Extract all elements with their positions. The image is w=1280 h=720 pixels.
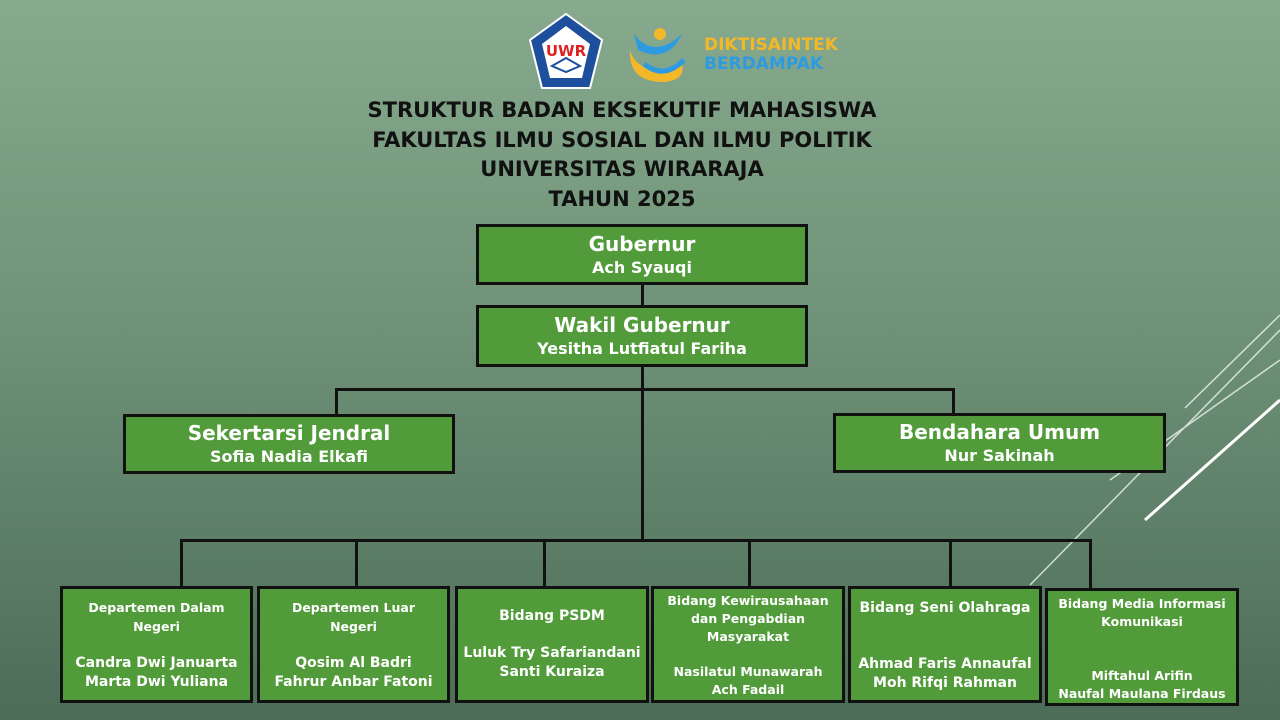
connector (748, 539, 751, 588)
title-line: STRUKTUR BADAN EKSEKUTIF MAHASISWA (367, 98, 877, 122)
connector (335, 388, 955, 391)
connector (543, 539, 546, 588)
department-box: Bidang Media Informasi Komunikasi Miftah… (1045, 588, 1239, 706)
wordmark-line2: BERDAMPAK (704, 54, 824, 74)
member-name: Nur Sakinah (944, 446, 1055, 465)
role-label: Departemen Luar (291, 600, 416, 615)
page-title: STRUKTUR BADAN EKSEKUTIF MAHASISWA FAKUL… (322, 96, 922, 214)
role-label: Departemen Dalam (88, 600, 225, 615)
member-name: Fahrur Anbar Fatoni (274, 674, 433, 690)
member-name: Moh Rifqi Rahman (873, 675, 1017, 691)
title-line: TAHUN 2025 (548, 186, 696, 211)
member-name: Sofia Nadia Elkafi (210, 447, 368, 466)
connector (949, 539, 952, 588)
connector (335, 388, 338, 416)
member-name: Ach Fadail (711, 682, 785, 697)
member-name: Ahmad Faris Annaufal (858, 656, 1032, 672)
member-name: Yesitha Lutfiatul Fariha (537, 339, 747, 358)
diktisaintek-logo (629, 28, 686, 82)
member-name: Candra Dwi Januarta (75, 655, 238, 671)
universitas-wiraraja-logo: UWR (528, 12, 604, 89)
role-label: Negeri (330, 619, 377, 634)
member-name: Ach Syauqi (592, 257, 692, 277)
member-name: Miftahul Arifin (1091, 668, 1193, 683)
role-label: Komunikasi (1101, 614, 1183, 629)
department-box: Bidang PSDM Luluk Try Safariandani Santi… (455, 586, 649, 703)
role-label: Bidang PSDM (499, 608, 605, 624)
department-box: Departemen Dalam Negeri Candra Dwi Janua… (60, 586, 253, 703)
sekjen-box: Sekertarsi Jendral Sofia Nadia Elkafi (123, 414, 455, 474)
role-label: Masyarakat (706, 629, 790, 644)
member-name: Santi Kuraiza (499, 664, 605, 680)
connector (641, 284, 644, 308)
bendahara-box: Bendahara Umum Nur Sakinah (833, 413, 1166, 473)
role-label: Bidang Kewirausahaan (667, 593, 829, 608)
role-label: Wakil Gubernur (554, 313, 730, 337)
department-box: Bidang Seni Olahraga Ahmad Faris Annaufa… (848, 586, 1042, 703)
role-label: Bidang Seni Olahraga (859, 600, 1031, 616)
role-label: Sekertarsi Jendral (187, 421, 391, 445)
role-label: Gubernur (588, 231, 696, 256)
connector (355, 539, 358, 588)
department-box: Bidang Kewirausahaan dan Pengabdian Masy… (651, 586, 845, 703)
connector (180, 539, 1092, 542)
member-name: Luluk Try Safariandani (463, 645, 641, 661)
role-label: Negeri (133, 619, 180, 634)
member-name: Qosim Al Badri (295, 655, 412, 671)
connector (1089, 539, 1092, 589)
gubernur-box: Gubernur Ach Syauqi (476, 224, 808, 285)
role-label: Bidang Media Informasi (1058, 596, 1226, 611)
wakil-gubernur-box: Wakil Gubernur Yesitha Lutfiatul Fariha (476, 305, 808, 367)
role-label: Bendahara Umum (898, 420, 1101, 444)
role-label: dan Pengabdian (690, 611, 806, 626)
connector (641, 366, 644, 541)
connector (952, 388, 955, 416)
member-name: Marta Dwi Yuliana (84, 674, 229, 690)
connector (180, 539, 183, 588)
svg-text:UWR: UWR (546, 42, 587, 60)
wordmark-line1: DIKTISAINTEK (704, 35, 838, 55)
title-line: FAKULTAS ILMU SOSIAL DAN ILMU POLITIK (372, 127, 872, 152)
diktisaintek-wordmark: DIKTISAINTEK BERDAMPAK (704, 36, 838, 74)
department-box: Departemen Luar Negeri Qosim Al Badri Fa… (257, 586, 450, 703)
member-name: Nasilatul Munawarah (673, 664, 823, 679)
title-line: UNIVERSITAS WIRARAJA (480, 157, 764, 181)
member-name: Naufal Maulana Firdaus (1058, 686, 1226, 701)
